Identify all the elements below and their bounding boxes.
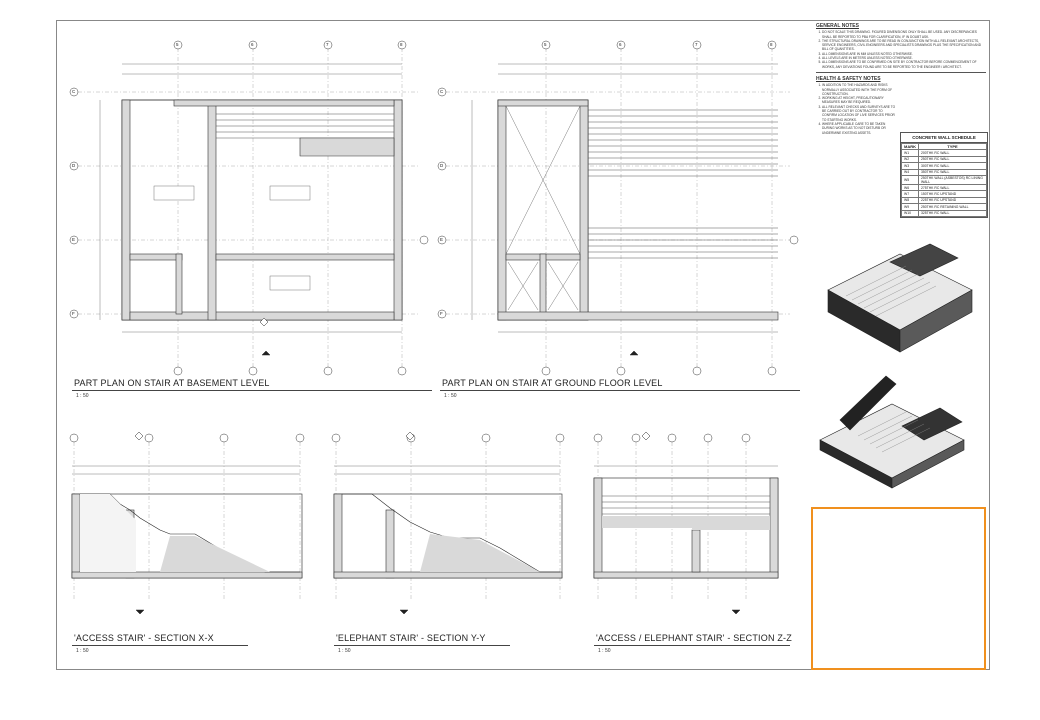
section-xx-grid-bubbles: [69, 433, 305, 443]
plan-ground-title: PART PLAN ON STAIR AT GROUND FLOOR LEVEL: [442, 378, 663, 388]
grid-col-label: 8: [400, 42, 403, 47]
section-yy-title: 'ELEPHANT STAIR' - SECTION Y-Y: [336, 633, 486, 643]
grid-col-label: 7: [326, 42, 329, 47]
schedule-cell: W10: [901, 209, 919, 217]
general-note-item: THE STRUCTURAL DRAWINGS ARE TO BE READ I…: [822, 39, 986, 52]
general-notes-heading: GENERAL NOTES: [816, 23, 859, 29]
drawing-sheet-border: [56, 20, 990, 670]
general-note-item: ALL LEVELS ARE IN METERS UNLESS NOTED OT…: [822, 56, 986, 60]
plan-basement-grid-bubbles: [69, 40, 429, 376]
plan-basement: [78, 48, 420, 368]
title-underline: [334, 645, 510, 646]
grid-row-label: D: [72, 163, 76, 168]
health-safety-list: IN ADDITION TO THE HAZARDS AND RISKS NOR…: [816, 83, 896, 135]
grid-row-label: F: [72, 311, 75, 316]
section-xx: [71, 442, 303, 600]
title-underline: [72, 390, 432, 391]
health-safety-item: ALL RELEVANT CHECKS AND SURVEYS ARE TO B…: [822, 105, 896, 122]
schedule-cell: 350THK RC WALL: [918, 168, 987, 176]
plan-ground-grid-bubbles: [437, 40, 799, 376]
schedule-cell: W5: [901, 174, 919, 185]
grid-row-label: D: [440, 163, 444, 168]
section-markers: [134, 317, 741, 615]
section-yy-grid-bubbles: [331, 433, 565, 443]
grid-col-label: 7: [695, 42, 698, 47]
title-underline: [594, 645, 790, 646]
health-safety-heading: HEALTH & SAFETY NOTES: [816, 75, 881, 82]
general-note-item: ALL DIMENSIONS ARE IN MM UNLESS NOTED OT…: [822, 52, 986, 56]
health-safety-item: WHERE APPLICABLE CARE TO BE TAKEN DURING…: [822, 122, 896, 135]
grid-row-label: E: [72, 237, 76, 242]
grid-col-label: 6: [619, 42, 622, 47]
plan-basement-scale: 1 : 50: [76, 393, 89, 399]
isometric-view-bottom: [819, 375, 965, 489]
title-underline: [440, 390, 800, 391]
health-safety-notes: HEALTH & SAFETY NOTES IN ADDITION TO THE…: [816, 75, 896, 135]
health-safety-item: IN ADDITION TO THE HAZARDS AND RISKS NOR…: [822, 83, 896, 96]
grid-row-label: F: [440, 311, 443, 316]
title-underline: [72, 645, 248, 646]
general-note-item: ALL DIMENSIONS ARE TO BE CONFIRMED ON SI…: [822, 60, 986, 69]
plan-ground: [446, 48, 790, 368]
section-zz-grid-bubbles: [593, 433, 751, 443]
section-zz-title: 'ACCESS / ELEPHANT STAIR' - SECTION Z-Z: [596, 633, 792, 643]
title-block-highlight[interactable]: [811, 507, 986, 670]
schedule-title: CONCRETE WALL SCHEDULE: [901, 133, 987, 143]
section-yy-scale: 1 : 50: [338, 648, 351, 654]
general-note-item: DO NOT SCALE THIS DRAWING. FIGURED DIMEN…: [822, 30, 986, 39]
general-notes-list: DO NOT SCALE THIS DRAWING. FIGURED DIMEN…: [816, 30, 986, 69]
grid-col-label: 5: [176, 42, 179, 47]
plan-ground-scale: 1 : 50: [444, 393, 457, 399]
section-xx-scale: 1 : 50: [76, 648, 89, 654]
grid-col-label: 8: [770, 42, 773, 47]
schedule-header-mark: MARK: [901, 142, 919, 151]
grid-row-label: C: [440, 89, 444, 94]
grid-col-label: 6: [251, 42, 254, 47]
section-xx-title: 'ACCESS STAIR' - SECTION X-X: [74, 633, 214, 643]
schedule-cell: 250THK WALL (ASBESTOS) RC LINING WALL: [918, 174, 987, 185]
grid-row-label: C: [72, 89, 76, 94]
health-safety-item: WORKING AT HEIGHT, PRECAUTIONARY MEASURE…: [822, 96, 896, 105]
grid-col-label: 5: [544, 42, 547, 47]
section-zz: [593, 442, 779, 600]
isometric-view-top: [827, 243, 973, 353]
general-notes: GENERAL NOTES DO NOT SCALE THIS DRAWING.…: [816, 23, 986, 73]
plan-basement-title: PART PLAN ON STAIR AT BASEMENT LEVEL: [74, 378, 270, 388]
section-yy: [333, 442, 563, 600]
section-zz-scale: 1 : 50: [598, 648, 611, 654]
grid-row-label: E: [440, 237, 444, 242]
notes-panel: GENERAL NOTES DO NOT SCALE THIS DRAWING.…: [816, 23, 986, 135]
schedule-cell: 325THK RC WALL: [918, 209, 987, 217]
